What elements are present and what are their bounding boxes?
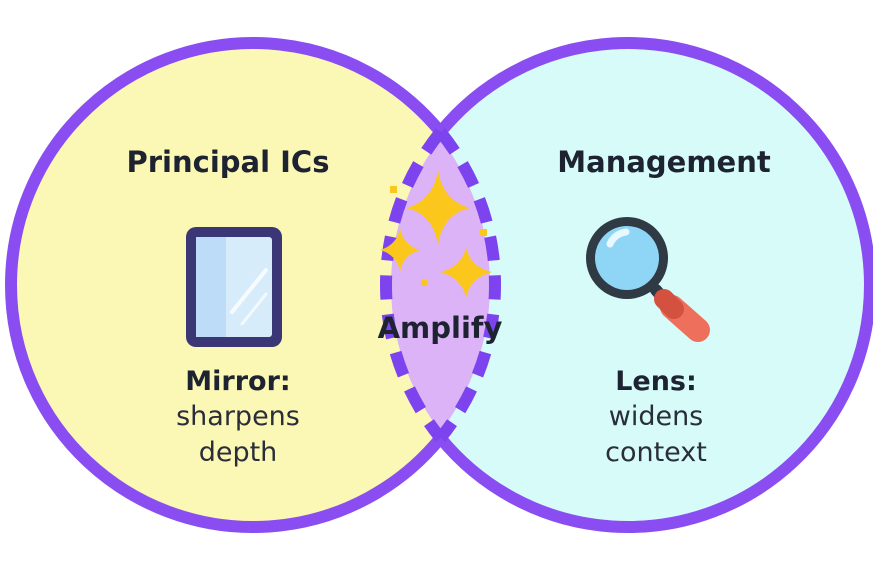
right-set-description-line-1: widens: [609, 401, 704, 432]
magnifying-glass-icon: [586, 217, 710, 342]
sparkles-icon: [380, 170, 492, 298]
mirror-icon: [186, 227, 282, 347]
left-circle-outline: [5, 37, 447, 533]
left-set-description-line-2: depth: [199, 437, 278, 468]
overlap-label: Amplify: [378, 311, 503, 345]
right-set-description-line-2: context: [605, 437, 707, 468]
left-set-title: Principal ICs: [127, 145, 330, 179]
right-set-term: Lens:: [615, 366, 697, 397]
right-circle-outline: [434, 37, 873, 533]
right-set-title: Management: [557, 145, 771, 179]
left-set-term: Mirror:: [185, 366, 290, 397]
left-set-description-line-1: sharpens: [176, 401, 300, 432]
overlap-dashed-right-edge: [435, 128, 502, 442]
overlap-dashed-left-edge: [379, 128, 446, 442]
